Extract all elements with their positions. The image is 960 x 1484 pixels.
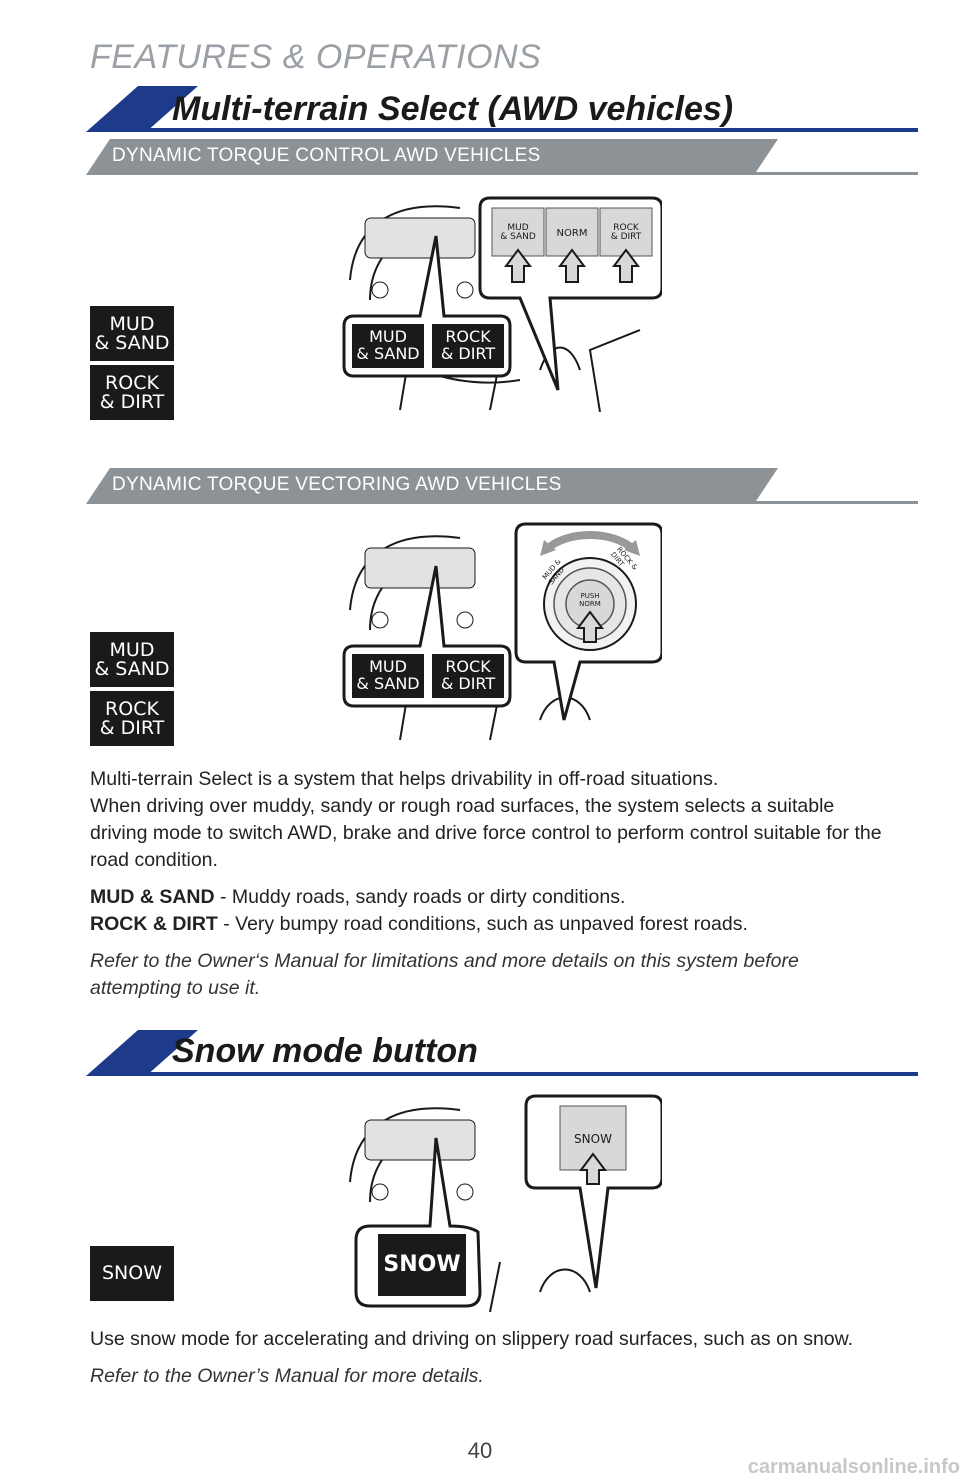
label: & DIRT [440, 674, 496, 693]
callout-rock-dirt: ROCK & DIRT [432, 328, 504, 362]
badge-line: & SAND [94, 331, 170, 354]
mode-list: MUD & SAND - Muddy roads, sandy roads or… [90, 884, 890, 938]
label: NORM [556, 228, 588, 239]
description-line: Multi-terrain Select is a system that he… [90, 768, 719, 790]
illustration-snow: SNOW SNOW [340, 1092, 662, 1314]
label: & SAND [356, 344, 420, 363]
owners-manual-note: Refer to the Owner‘s Manual for limitati… [90, 950, 799, 999]
dial-center-label: PUSH NORM [570, 592, 610, 608]
label: MUD [369, 327, 407, 346]
label: & DIRT [610, 232, 642, 242]
mode-text: - Very bumpy road conditions, such as un… [217, 913, 748, 935]
illustration-torque-control: MUD & SAND NORM ROCK & DIRT MUD & SAND R… [340, 190, 662, 412]
badge-line: MUD [109, 638, 155, 661]
section-title: Multi-terrain Select (AWD vehicles) [172, 90, 734, 128]
label: ROCK [613, 223, 639, 233]
label: & SAND [356, 674, 420, 693]
mode-name: MUD & SAND [90, 886, 215, 908]
page-number: 40 [467, 1438, 493, 1463]
badge-line: SNOW [101, 1262, 162, 1284]
label: ROCK [445, 657, 491, 676]
callout-rock-dirt: ROCK & DIRT [432, 658, 504, 692]
section-banner-multi-terrain: Multi-terrain Select (AWD vehicles) [86, 86, 918, 132]
panel-mud-sand-button: MUD & SAND [492, 224, 544, 242]
panel-snow-button: SNOW [574, 1132, 612, 1146]
rock-dirt-badge: ROCK & DIRT [90, 691, 174, 746]
callout-mud-sand: MUD & SAND [352, 658, 424, 692]
panel-rock-dirt-button: ROCK & DIRT [600, 224, 652, 242]
snow-description-paragraph: Use snow mode for accelerating and drivi… [90, 1328, 854, 1350]
rock-dirt-badge: ROCK & DIRT [90, 365, 174, 420]
label: & SAND [500, 232, 536, 242]
snow-owners-manual-note: Refer to the Owner’s Manual for more det… [90, 1365, 484, 1387]
description-paragraph: When driving over muddy, sandy or rough … [90, 795, 882, 871]
multi-terrain-description: Multi-terrain Select is a system that he… [90, 766, 890, 1012]
badge-line: & DIRT [99, 390, 165, 413]
mode-text: - Muddy roads, sandy roads or dirty cond… [214, 886, 626, 908]
label: MUD [507, 223, 529, 233]
label: & DIRT [440, 344, 496, 363]
section-title: Snow mode button [172, 1032, 478, 1070]
subhead-torque-control: DYNAMIC TORQUE CONTROL AWD VEHICLES [86, 139, 918, 175]
snow-badge: SNOW [90, 1246, 174, 1301]
mode-name: ROCK & DIRT [90, 913, 218, 935]
badge-line: ROCK [105, 371, 159, 394]
badge-line: MUD [109, 312, 155, 335]
subhead-torque-vectoring: DYNAMIC TORQUE VECTORING AWD VEHICLES [86, 468, 918, 504]
mud-sand-badge: MUD & SAND [90, 632, 174, 687]
label: NORM [579, 600, 601, 608]
snow-description: Use snow mode for accelerating and drivi… [90, 1326, 910, 1400]
subhead-text: DYNAMIC TORQUE CONTROL AWD VEHICLES [112, 145, 541, 166]
label: MUD [369, 657, 407, 676]
illustration-torque-vectoring: MUD & SAND ROCK & DIRT PUSH NORM MUD & S… [340, 520, 662, 742]
page-header: FEATURES & OPERATIONS [90, 38, 542, 76]
subhead-text: DYNAMIC TORQUE VECTORING AWD VEHICLES [112, 474, 562, 495]
label: ROCK [445, 327, 491, 346]
badge-line: ROCK [105, 697, 159, 720]
label: PUSH [580, 592, 600, 600]
badge-line: & SAND [94, 657, 170, 680]
panel-norm-button: NORM [546, 228, 598, 239]
watermark: carmanualsonline.info [747, 1456, 960, 1478]
badge-line: & DIRT [99, 716, 165, 739]
callout-mud-sand: MUD & SAND [352, 328, 424, 362]
callout-snow: SNOW [383, 1252, 461, 1277]
mud-sand-badge: MUD & SAND [90, 306, 174, 361]
section-banner-snow: Snow mode button [86, 1030, 918, 1076]
